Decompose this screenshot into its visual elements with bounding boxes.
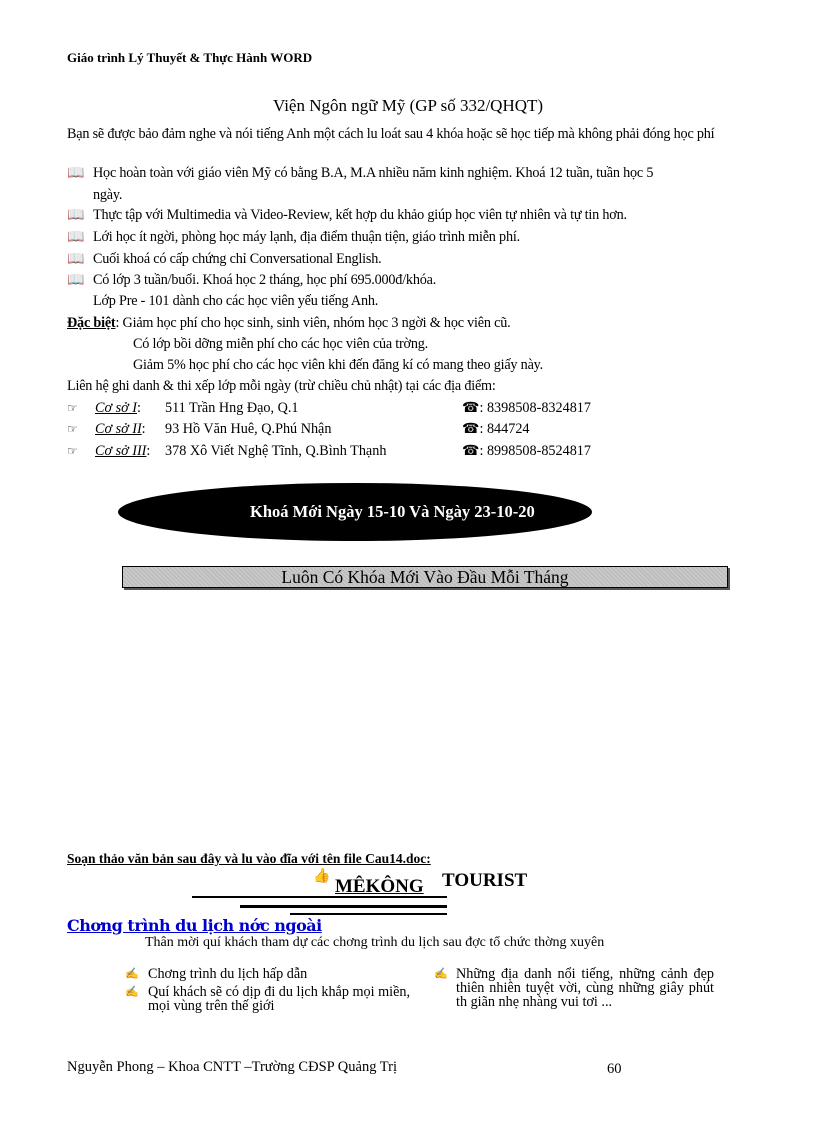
telephone-icon: ☎: [462, 401, 480, 416]
branch-address: 511 Trần Hng Đạo, Q.1: [165, 400, 299, 416]
brand-tourist: TOURIST: [442, 870, 528, 891]
branch-row: ☞Cơ sở II:93 Hồ Văn Huê, Q.Phú Nhận: [67, 421, 332, 437]
ad-bullet: 📖 Thực tập với Multimedia và Video-Review…: [67, 207, 627, 224]
writing-hand-icon: ✍: [125, 986, 139, 998]
phone-number: 844724: [486, 421, 530, 437]
bullet-text: Thực tập với Multimedia và Video-Review,…: [93, 207, 627, 223]
book-icon: 📖: [67, 273, 85, 288]
branch-row: ☞Cơ sở III:378 Xô Viết Nghệ Tĩnh, Q.Bình…: [67, 443, 387, 459]
ad-bullet: 📖 Có lớp 3 tuần/buổi. Khoá học 2 tháng, h…: [67, 272, 436, 289]
branch-row: ☞Cơ sở I:511 Trần Hng Đạo, Q.1: [67, 400, 299, 416]
branch-label: Cơ sở II: [95, 421, 142, 437]
tour-item: ✍Quí khách sẽ có dịp đi du lịch khắp mọi…: [125, 984, 411, 1014]
branch-label: Cơ sở III: [95, 443, 147, 459]
special-line: Giảm học phí cho học sinh, sinh viên, nh…: [122, 315, 511, 331]
exercise-instruction: Soạn thảo văn bản sau đây và lu vào đĩa …: [67, 851, 431, 866]
pointing-hand-icon: ☞: [67, 444, 78, 458]
telephone-icon: ☎: [462, 444, 480, 459]
bullet-text: Học hoàn toàn với giáo viên Mỹ có bằng B…: [93, 165, 654, 181]
divider: [192, 896, 447, 898]
bullet-text: Lới học ít ngời, phòng học máy lạnh, địa…: [93, 229, 520, 245]
branch-phone: ☎: 844724: [462, 421, 530, 437]
ad-bullet: 📖 Học hoàn toàn với giáo viên Mỹ có bằng …: [67, 165, 653, 182]
ad-intro: Bạn sẽ được bảo đảm nghe và nói tiếng An…: [67, 126, 715, 142]
contact-intro: Liên hệ ghi danh & thi xếp lớp mỗi ngày …: [67, 378, 496, 394]
tour-item: ✍Chơng trình du lịch hấp dẫn: [125, 966, 308, 982]
bullet-text: Cuối khoá có cấp chứng chỉ Conversationa…: [93, 251, 382, 267]
page-number: 60: [607, 1061, 622, 1077]
writing-hand-icon: ✍: [125, 968, 139, 980]
special-label: Đặc biệt: [67, 315, 116, 331]
book-icon: 📖: [67, 208, 85, 223]
branch-address: 93 Hồ Văn Huê, Q.Phú Nhận: [165, 421, 332, 437]
branch-phone: ☎: 8398508-8324817: [462, 400, 591, 416]
tour-item: ✍Những địa danh nổi tiếng, những cảnh đẹ…: [434, 966, 714, 1010]
bullet-text-continued: ngày.: [93, 187, 123, 203]
branch-phone: ☎: 8998508-8524817: [462, 443, 591, 459]
bullet-text-continued: Lớp Pre - 101 dành cho các học viên yếu …: [93, 293, 379, 309]
book-icon: 📖: [67, 230, 85, 245]
special-line: Giảm 5% học phí cho các học viên khi đến…: [133, 357, 543, 373]
writing-hand-icon: ✍: [434, 968, 448, 980]
special-row: Đặc biệt: Giảm học phí cho học sinh, sin…: [67, 315, 511, 331]
special-line: Có lớp bồi dỡng miễn phí cho các học viê…: [133, 336, 428, 352]
banner-box: Luôn Có Khóa Mới Vào Đầu Mỗi Tháng: [122, 566, 728, 588]
branch-label: Cơ sở I: [95, 400, 137, 416]
divider: [290, 913, 447, 915]
ellipse-shape: [118, 483, 592, 541]
phone-number: 8998508-8524817: [486, 443, 591, 459]
ad-bullet: 📖 Cuối khoá có cấp chứng chỉ Conversation…: [67, 251, 382, 268]
heading-link[interactable]: Chơng trình du lịch nớc ngoài: [67, 916, 322, 935]
banner-text: Luôn Có Khóa Mới Vào Đầu Mỗi Tháng: [281, 567, 569, 587]
pointing-hand-icon: ☞: [67, 422, 78, 436]
divider: [240, 905, 447, 908]
invite-text: Thân mời quí khách tham dự các chơng trì…: [145, 935, 605, 950]
telephone-icon: ☎: [462, 422, 480, 437]
ad-title: Viện Ngôn ngữ Mỹ (GP số 332/QHQT): [272, 96, 544, 115]
phone-number: 8398508-8324817: [486, 400, 591, 416]
footer-author: Nguyễn Phong – Khoa CNTT –Trường CĐSP Qu…: [67, 1059, 398, 1075]
document-header: Giáo trình Lý Thuyết & Thực Hành WORD: [67, 50, 313, 65]
pointing-hand-icon: ☞: [67, 401, 78, 415]
bullet-text: Có lớp 3 tuần/buổi. Khoá học 2 tháng, họ…: [93, 272, 437, 288]
ellipse-text: Khoá Mới Ngày 15-10 Và Ngày 23-10-20: [250, 502, 535, 521]
book-icon: 📖: [67, 252, 85, 267]
ad-bullet: 📖 Lới học ít ngời, phòng học máy lạnh, đị…: [67, 229, 520, 246]
thumbs-up-icon: 👍: [313, 869, 331, 884]
book-icon: 📖: [67, 166, 85, 181]
branch-address: 378 Xô Viết Nghệ Tĩnh, Q.Bình Thạnh: [165, 443, 387, 459]
brand-mekong: MÊKÔNG: [335, 876, 424, 897]
